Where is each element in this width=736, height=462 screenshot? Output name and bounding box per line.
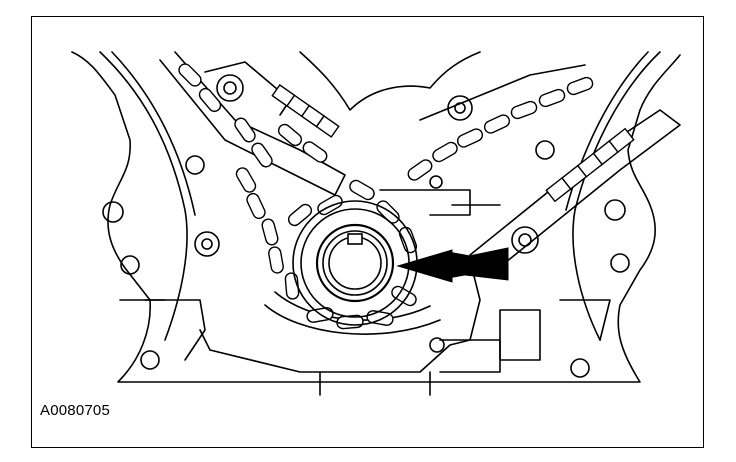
engine-block-outline — [71, 51, 681, 383]
oil-pump-housing — [199, 259, 481, 373]
chain-guide-blocks — [271, 84, 635, 203]
figure-id-label: A0080705 — [40, 402, 111, 419]
pointer-arrow — [396, 247, 509, 283]
timing-chain — [178, 63, 594, 330]
crankshaft-nose — [315, 223, 395, 303]
bolt-bosses — [102, 74, 630, 378]
